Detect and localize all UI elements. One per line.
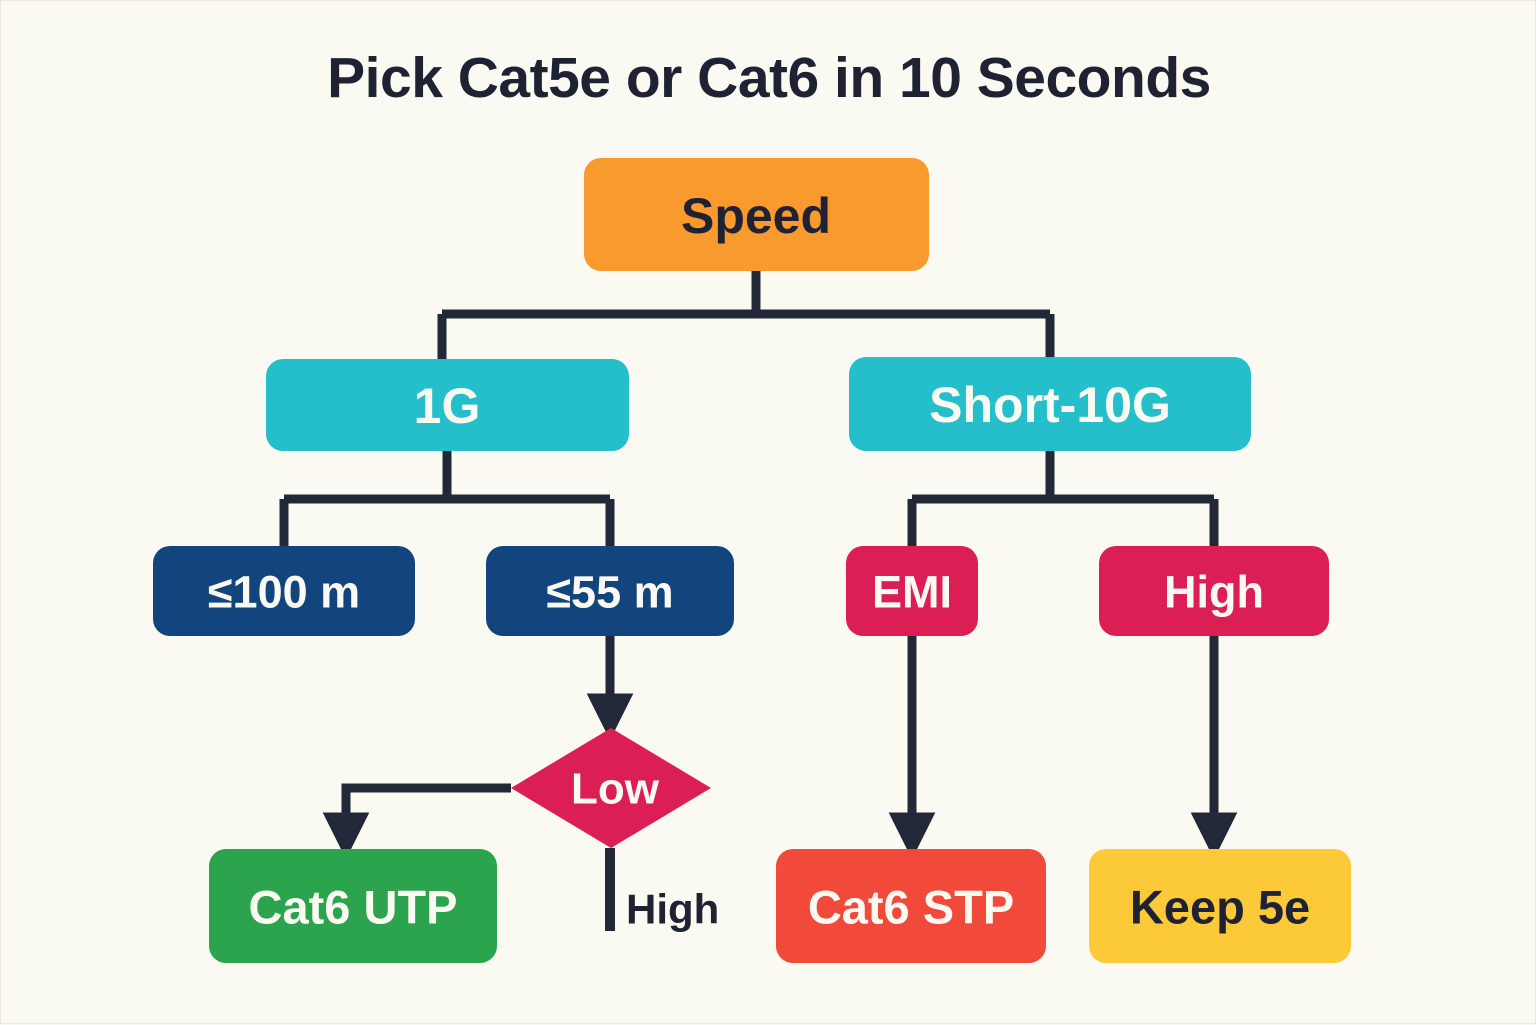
edge-1g-to-length-options	[279, 451, 615, 546]
node-keep-5e-shape	[1089, 849, 1351, 963]
node-len-100m-label: ≤100 m	[208, 567, 360, 618]
node-low-decision-shape	[511, 728, 711, 848]
node-1g[interactable]: 1G	[266, 359, 629, 451]
node-len-100m[interactable]: ≤100 m	[153, 546, 415, 636]
node-cat6-stp-shape	[776, 849, 1046, 963]
node-1g-shape	[266, 359, 629, 451]
node-speed[interactable]: Speed	[584, 158, 929, 271]
node-keep-5e-label: Keep 5e	[1130, 881, 1310, 934]
node-emi[interactable]: EMI	[846, 546, 978, 636]
node-keep-5e[interactable]: Keep 5e	[1089, 849, 1351, 963]
edge-label-high: High	[626, 886, 719, 933]
edge-speed-to-1g-and-short10g	[437, 271, 1055, 359]
node-cat6-stp-label: Cat6 STP	[808, 881, 1014, 934]
node-cat6-utp-shape	[209, 849, 497, 963]
node-len-100m-shape	[153, 546, 415, 636]
node-short-10g-shape	[849, 357, 1251, 451]
node-high-shape	[1099, 546, 1329, 636]
edge-low-to-cat6utp	[322, 783, 511, 860]
node-cat6-utp[interactable]: Cat6 UTP	[209, 849, 497, 963]
node-high-label: High	[1164, 567, 1264, 618]
node-len-55m-shape	[486, 546, 734, 636]
node-high[interactable]: High	[1099, 546, 1329, 636]
node-speed-label: Speed	[681, 188, 831, 244]
page-title: Pick Cat5e or Cat6 in 10 Seconds	[327, 46, 1211, 110]
node-1g-label: 1G	[414, 378, 481, 434]
node-short-10g-label: Short-10G	[929, 377, 1171, 433]
node-low-decision-label: Low	[571, 765, 660, 814]
node-short-10g[interactable]: Short-10G	[849, 357, 1251, 451]
node-cat6-stp[interactable]: Cat6 STP	[776, 849, 1046, 963]
node-emi-label: EMI	[872, 567, 952, 618]
node-cat6-utp-label: Cat6 UTP	[249, 881, 458, 934]
node-low-decision[interactable]: Low	[511, 728, 711, 848]
node-emi-shape	[846, 546, 978, 636]
node-speed-shape	[584, 158, 929, 271]
node-len-55m-label: ≤55 m	[546, 567, 673, 618]
edge-short10g-to-emi-and-high	[907, 451, 1219, 546]
connector-group	[279, 271, 1238, 931]
node-len-55m[interactable]: ≤55 m	[486, 546, 734, 636]
